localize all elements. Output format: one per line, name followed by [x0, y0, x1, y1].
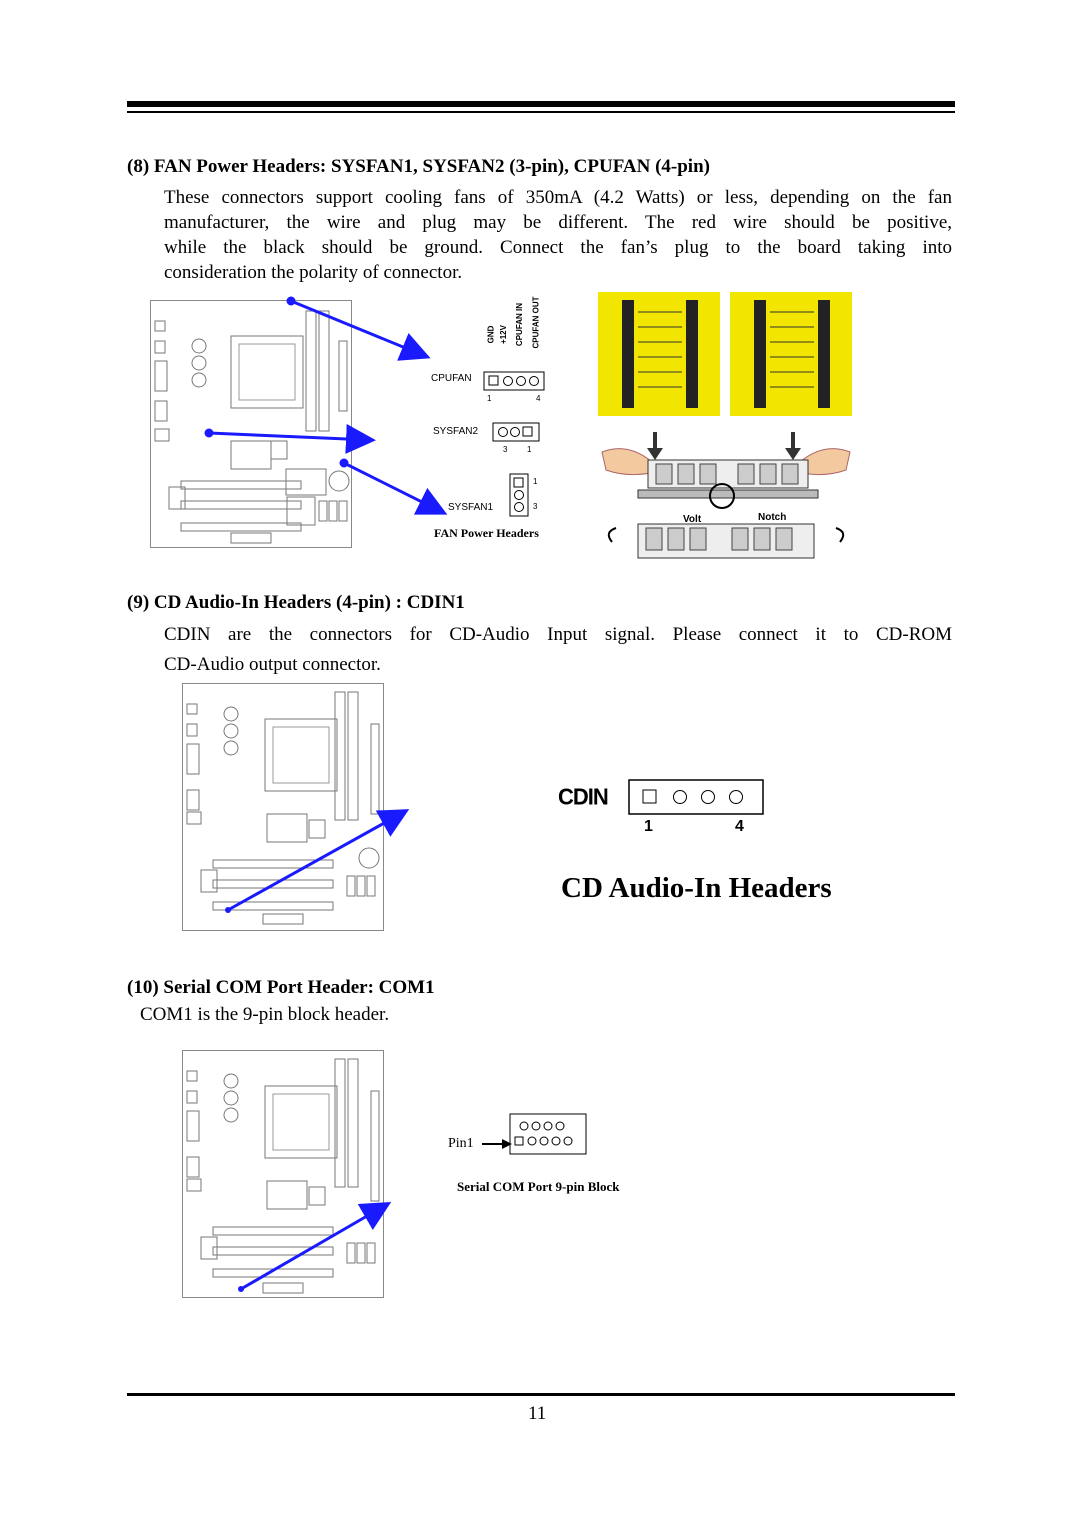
- motherboard-drawing-2: [186, 691, 380, 925]
- fan-line-4: consideration the polarity of connector.: [164, 262, 463, 283]
- ram-drawing: [598, 292, 852, 559]
- fan-section-body: These connectors support cooling fans of…: [164, 185, 952, 285]
- fan-line-1: These connectors support cooling fans of…: [164, 187, 952, 208]
- cpufan-connector: [483, 371, 545, 391]
- sysfan2-connector: [492, 422, 540, 442]
- cdin-pin-4: 4: [735, 818, 744, 835]
- pin-label-12v: +12V: [498, 325, 508, 344]
- footer-rule: [127, 1393, 955, 1396]
- sysfan1-label: SYSFAN1: [448, 502, 494, 513]
- motherboard-diagram-com: [182, 1050, 384, 1298]
- com-section-title: (10) Serial COM Port Header: COM1: [127, 977, 435, 998]
- motherboard-diagram-cdin: [182, 683, 384, 931]
- header-rule-thin: [127, 111, 955, 113]
- sysfan2-pin-1: 1: [527, 445, 532, 454]
- cdin-header-label: CDIN: [558, 783, 609, 810]
- cdin-pin-1: 1: [644, 818, 653, 835]
- sysfan2-label: SYSFAN2: [433, 426, 479, 437]
- pin-label-cpufan-out: CPUFAN OUT: [531, 296, 541, 349]
- pin-label-cpufan-in: CPUFAN IN: [515, 302, 525, 347]
- cdin-section-body: CDIN are the connectors for CD-Audio Inp…: [164, 620, 952, 680]
- motherboard-drawing-3: [186, 1058, 380, 1294]
- cpufan-pin-4: 4: [536, 394, 541, 403]
- cdin-caption: CD Audio-In Headers: [561, 872, 832, 904]
- com-pin1-arrow: [482, 1139, 512, 1149]
- cdin-connector: [628, 779, 764, 815]
- cdin-line-1: CDIN are the connectors for CD-Audio Inp…: [164, 624, 952, 645]
- sysfan1-pin-3: 3: [533, 502, 538, 511]
- com-caption: Serial COM Port 9-pin Block: [457, 1179, 620, 1194]
- cdin-section-title: (9) CD Audio-In Headers (4-pin) : CDIN1: [127, 592, 465, 613]
- cpufan-pin-1: 1: [487, 394, 492, 403]
- fan-section-title: (8) FAN Power Headers: SYSFAN1, SYSFAN2 …: [127, 156, 710, 177]
- fan-caption: FAN Power Headers: [434, 526, 539, 540]
- fan-line-3: while the black should be ground. Connec…: [164, 237, 952, 258]
- fan-pin-labels: GND +12V CPUFAN IN CPUFAN OUT: [486, 296, 548, 360]
- sysfan1-connector: [509, 473, 529, 517]
- ram-volt-label: Volt: [683, 514, 702, 525]
- ram-notch-label: Notch: [758, 512, 787, 523]
- page-number: 11: [528, 1403, 547, 1424]
- motherboard-diagram-fan: [150, 300, 352, 548]
- ram-slot-illustration: Volt Notch: [598, 292, 854, 568]
- motherboard-drawing: [154, 310, 350, 544]
- pin-label-gnd: GND: [486, 325, 496, 344]
- header-rule-thick: [127, 101, 955, 107]
- com-section-body: COM1 is the 9-pin block header.: [140, 1004, 390, 1025]
- cdin-line-2: CD-Audio output connector.: [164, 654, 381, 675]
- cpufan-label: CPUFAN: [431, 373, 472, 384]
- sysfan1-pin-1: 1: [533, 477, 538, 486]
- sysfan2-pin-3: 3: [503, 445, 508, 454]
- com-connector: [509, 1113, 587, 1155]
- com-pin1-label: Pin1: [448, 1136, 474, 1151]
- fan-line-2: manufacturer, the wire and plug may be d…: [164, 212, 952, 233]
